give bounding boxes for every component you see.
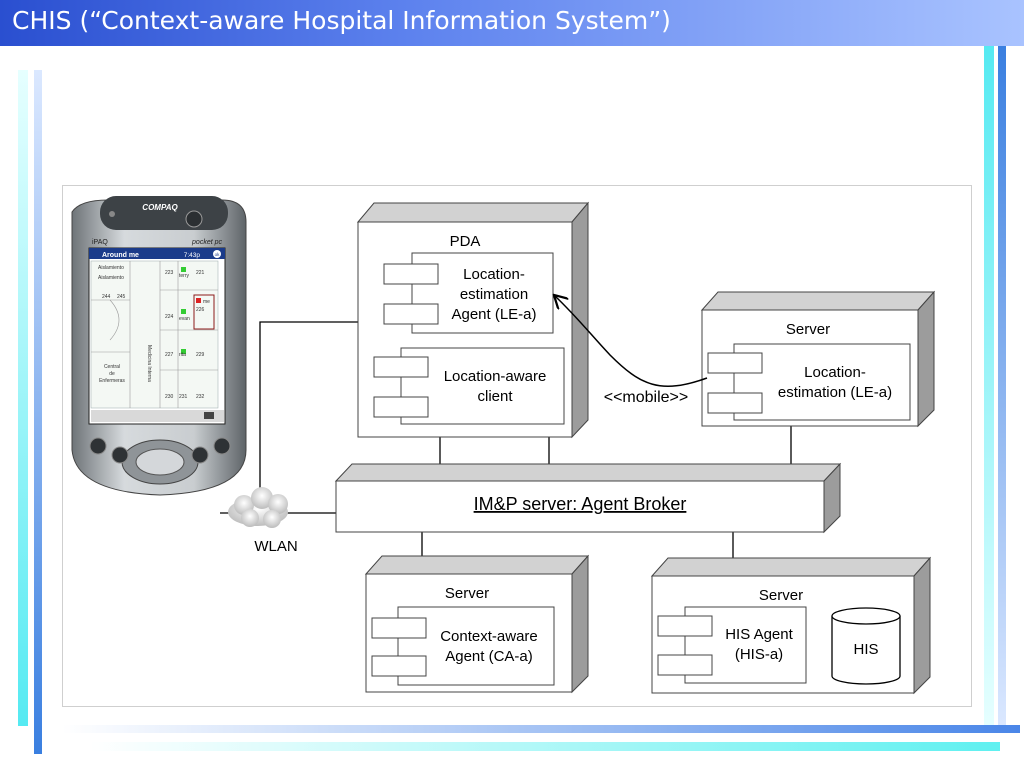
map-label-me: me (203, 299, 210, 305)
bottom-stripe-cyan (90, 742, 1000, 751)
map-label-r230: 230 (165, 394, 174, 400)
server-le-title: Server (786, 321, 830, 338)
pda-node-title: PDA (450, 233, 481, 250)
map-label-r231: 231 (179, 394, 188, 400)
his-agent-label: HIS Agent(HIS-a) (725, 626, 793, 663)
pda-screen: Around me 7:43p ok Aislamient (88, 247, 226, 425)
mobile-arrow (555, 296, 708, 387)
map-label-r223: 223 (165, 270, 174, 276)
server-le-component: Location-estimation (LE-a) (778, 364, 892, 401)
mobile-label: <<mobile>> (604, 389, 689, 406)
wlan-cloud (228, 487, 288, 528)
slide-title: CHIS (“Context-aware Hospital Informatio… (12, 6, 671, 35)
right-stripe-blue (998, 46, 1006, 728)
map-label-terry: terry (179, 273, 190, 279)
pda-wlan-line (259, 321, 358, 500)
map-label-r232: 232 (196, 394, 205, 400)
broker-label: IM&P server: Agent Broker (474, 494, 687, 514)
his-db-label: HIS (853, 641, 878, 658)
server-his-node: Server HIS Agent(HIS-a) HIS (650, 556, 932, 695)
map-label-r226: 226 (196, 307, 205, 313)
map-label-r244: 244 (102, 294, 111, 300)
left-stripe-blue (34, 70, 42, 754)
map-label-r245: 245 (117, 294, 126, 300)
right-stripe-cyan (984, 46, 994, 728)
server-his-title: Server (759, 587, 803, 604)
screen-ok: ok (215, 252, 221, 257)
map-label-r224: 224 (165, 314, 174, 320)
map-label-r221: 221 (196, 270, 205, 276)
map-label-evan: evan (179, 316, 190, 322)
title-bar: CHIS (“Context-aware Hospital Informatio… (0, 0, 1024, 46)
screen-time: 7:43p (184, 252, 201, 259)
map-label-r227: 227 (165, 352, 174, 358)
broker-node: IM&P server: Agent Broker (334, 462, 842, 534)
wlan-label: WLAN (254, 538, 297, 555)
device-brand: COMPAQ (142, 203, 178, 212)
map-label-medicina: Medicina Interna (146, 345, 152, 382)
map-label-r1: Aislamiento (98, 265, 124, 271)
pda-device: COMPAQ iPAQ pocket pc Around me 7:43p ok (71, 196, 247, 496)
screen-app-title: Around me (102, 252, 139, 259)
his-database-icon (831, 607, 901, 685)
map-label-rita: rita (179, 352, 186, 358)
server-ca-title: Server (445, 585, 489, 602)
device-model: iPAQ (92, 239, 108, 246)
left-stripe-cyan (18, 70, 28, 726)
map-label-r2: Aislamiento (98, 275, 124, 281)
pda-buttons (89, 437, 231, 485)
device-os: pocket pc (191, 239, 222, 246)
bottom-stripe-blue (62, 725, 1020, 733)
server-le-node: Server Location-estimation (LE-a) (700, 290, 936, 428)
map-label-r229: 229 (196, 352, 205, 358)
